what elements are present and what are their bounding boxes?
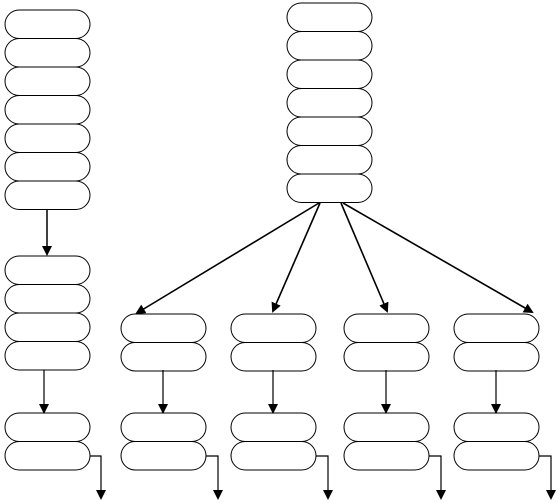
branch-arrow-2: [271, 202, 321, 313]
leaf-2-stack-pill-1: [230, 412, 317, 442]
leaf-4-stack-pill-1: [453, 412, 540, 442]
left-middle-stack-pill-1: [4, 255, 91, 285]
leaf-1-stack-pill-1: [120, 412, 207, 442]
branch-1-stack-pill-2: [120, 342, 207, 372]
left-middle-stack-pill-2: [4, 284, 91, 314]
branch-2-stack-pill-2: [230, 342, 317, 372]
leaf-2-exit-arrow: [316, 455, 333, 500]
leaf-4-exit-arrow: [539, 455, 556, 500]
left-top-stack-pill-7: [4, 180, 91, 210]
branch-arrow-4: [342, 202, 534, 313]
branch-3-stack-pill-1: [343, 313, 430, 343]
left-middle-stack-pill-3: [4, 312, 91, 342]
left-top-stack-pill-4: [4, 95, 91, 125]
leaf-1-stack-pill-2: [120, 441, 207, 471]
root-stack-pill-6: [286, 145, 373, 175]
branch-1-stack-pill-1: [120, 313, 207, 343]
left-top-stack-pill-2: [4, 38, 91, 68]
left-top-stack-pill-6: [4, 152, 91, 182]
leaf-3-stack-pill-1: [343, 412, 430, 442]
root-stack-pill-7: [286, 173, 373, 203]
left-top-stack-pill-5: [4, 123, 91, 153]
root-stack-pill-5: [286, 116, 373, 146]
leaf-1-exit-arrow: [206, 455, 223, 500]
branch-3-stack-pill-2: [343, 342, 430, 372]
left-top-stack-pill-1: [4, 9, 91, 39]
branch-4-stack-pill-2: [453, 342, 540, 372]
root-stack-pill-2: [286, 31, 373, 61]
leaf-3-stack-pill-2: [343, 441, 430, 471]
root-stack-pill-4: [286, 88, 373, 118]
left-bottom-stack-pill-2: [4, 441, 91, 471]
leaf-3-exit-arrow: [429, 455, 446, 500]
branch-arrow-1: [135, 202, 320, 315]
leaf-4-stack-pill-2: [453, 441, 540, 471]
branch-2-stack-pill-1: [230, 313, 317, 343]
branch-4-stack-pill-1: [453, 313, 540, 343]
left-exit-arrow: [90, 455, 106, 500]
branch-arrow-3: [340, 202, 389, 313]
root-stack-pill-3: [286, 59, 373, 89]
left-bottom-stack-pill-1: [4, 412, 91, 442]
left-middle-stack-pill-4: [4, 341, 91, 371]
root-stack-pill-1: [286, 2, 373, 32]
left-top-stack-pill-3: [4, 66, 91, 96]
leaf-2-stack-pill-2: [230, 441, 317, 471]
